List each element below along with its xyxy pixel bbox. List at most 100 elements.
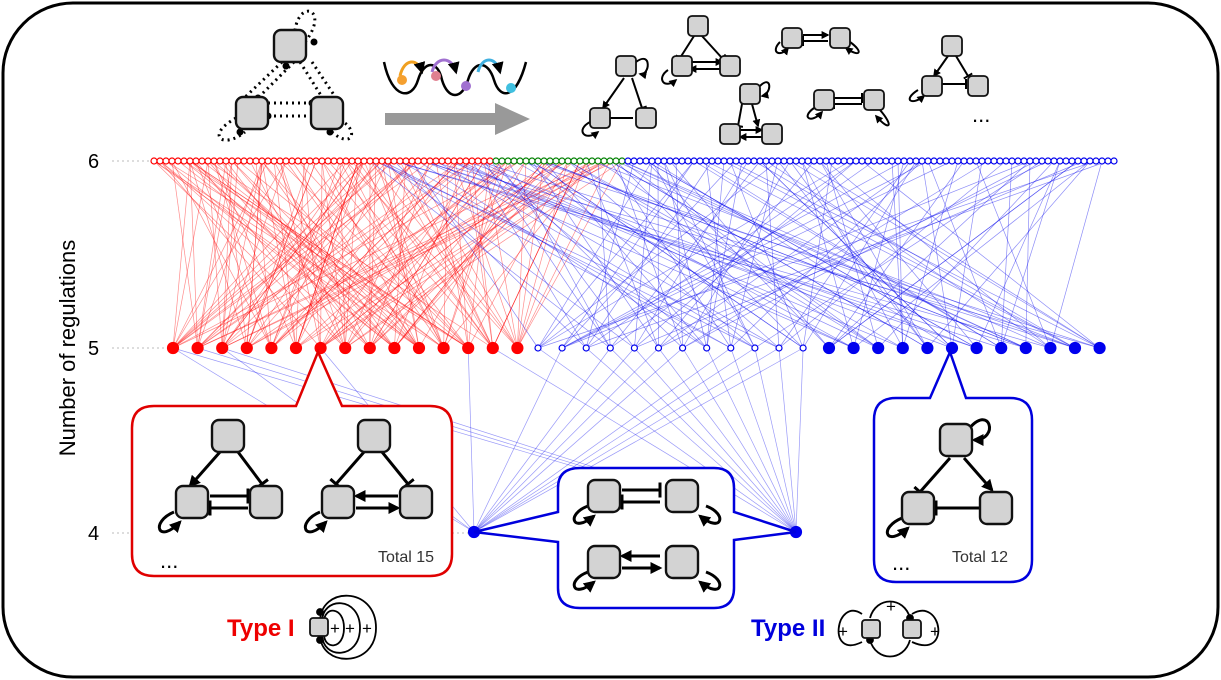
edge-six-to-five bbox=[295, 160, 503, 349]
edge-six-to-five bbox=[172, 160, 347, 349]
edge-six-to-five bbox=[759, 160, 953, 349]
edge-six-to-five bbox=[951, 160, 983, 349]
edge-six-to-five bbox=[369, 160, 563, 349]
level-nodes bbox=[150, 157, 1118, 539]
tick-label-five: 5 bbox=[88, 338, 99, 360]
edge-six-to-five bbox=[172, 160, 395, 349]
level-five-node bbox=[727, 344, 735, 352]
edge-five-to-four bbox=[467, 347, 475, 533]
level-six-node bbox=[726, 157, 734, 165]
edge-six-to-five bbox=[320, 160, 593, 349]
edge-six-to-five bbox=[453, 160, 903, 349]
edge-six-to-five bbox=[394, 160, 545, 349]
edge-six-to-five bbox=[453, 160, 780, 349]
edge-six-to-five bbox=[537, 160, 779, 349]
level-six-node bbox=[1092, 157, 1100, 165]
edge-six-to-five bbox=[197, 160, 389, 349]
level-six-node bbox=[738, 157, 746, 165]
level-six-node bbox=[1062, 157, 1070, 165]
edge-six-to-five bbox=[1000, 160, 1013, 349]
edge-six-to-five bbox=[189, 160, 469, 349]
level-six-node bbox=[180, 157, 188, 165]
edge-six-to-five bbox=[517, 160, 569, 349]
edge-six-to-five bbox=[586, 160, 1109, 349]
edge-six-to-five bbox=[729, 160, 1100, 349]
edge-six-to-five bbox=[531, 160, 804, 349]
edge-five-to-four bbox=[634, 347, 797, 533]
edge-six-to-five bbox=[802, 160, 917, 349]
edge-six-to-five bbox=[682, 160, 989, 349]
edge-six-to-five bbox=[492, 160, 581, 349]
level-six-node bbox=[234, 157, 242, 165]
edge-six-to-five bbox=[207, 160, 223, 349]
level-five-node bbox=[1068, 341, 1082, 355]
level-five-node bbox=[945, 341, 959, 355]
type-one-plus-b: + bbox=[345, 619, 355, 638]
edge-six-to-five bbox=[621, 160, 1026, 349]
edge-five-to-four bbox=[473, 347, 804, 533]
edge-six-to-five bbox=[507, 160, 611, 349]
level-six-node bbox=[1008, 157, 1016, 165]
edge-six-to-five bbox=[567, 160, 903, 349]
edge-six-to-five bbox=[345, 160, 444, 349]
level-six-node bbox=[900, 157, 908, 165]
level-six-node bbox=[564, 157, 572, 165]
edge-six-to-five bbox=[561, 160, 737, 349]
edge-six-to-five bbox=[537, 160, 1097, 349]
level-six-node bbox=[798, 157, 806, 165]
edge-five-to-four bbox=[778, 347, 797, 533]
edge-six-to-five bbox=[291, 160, 420, 349]
edge-six-to-five bbox=[381, 160, 635, 349]
edge-six-to-five bbox=[171, 160, 272, 349]
level-six-node bbox=[174, 157, 182, 165]
edge-six-to-five bbox=[561, 160, 953, 349]
edge-six-to-five bbox=[221, 160, 365, 349]
edge-five-to-four bbox=[682, 347, 797, 533]
level-six-node bbox=[384, 157, 392, 165]
edge-six-to-five bbox=[517, 160, 623, 349]
edge-six-to-five bbox=[172, 160, 521, 349]
edge-six-to-five bbox=[517, 160, 527, 349]
level-six-node bbox=[390, 157, 398, 165]
level-six-node bbox=[312, 157, 320, 165]
edge-six-to-five bbox=[789, 160, 928, 349]
edge-five-to-four bbox=[473, 347, 659, 533]
level-six-node bbox=[1020, 157, 1028, 165]
edge-six-to-five bbox=[645, 160, 830, 349]
edge-six-to-five bbox=[443, 160, 509, 349]
level-six-node bbox=[960, 157, 968, 165]
edge-six-to-five bbox=[394, 160, 563, 349]
edge-six-to-five bbox=[375, 160, 444, 349]
level-six-node bbox=[1002, 157, 1010, 165]
edge-six-to-five bbox=[1000, 160, 1061, 349]
edge-five-to-four bbox=[473, 347, 756, 533]
edge-five-to-four bbox=[610, 347, 797, 533]
edge-six-to-five bbox=[819, 160, 977, 349]
edge-six-to-five bbox=[634, 160, 1085, 349]
level-six-node bbox=[366, 157, 374, 165]
level-five-node bbox=[1093, 341, 1106, 355]
level-five-node bbox=[216, 341, 229, 355]
edge-six-to-five bbox=[246, 160, 263, 349]
edge-six-to-five bbox=[789, 160, 1100, 349]
level-six-node bbox=[1074, 157, 1082, 165]
level-six-node bbox=[504, 157, 512, 165]
level-six-node bbox=[276, 157, 284, 165]
edge-six-to-five bbox=[172, 160, 569, 349]
level-five-node bbox=[775, 344, 783, 352]
level-six-node bbox=[552, 157, 560, 165]
edge-six-to-five bbox=[345, 160, 623, 349]
edge-six-to-five bbox=[477, 160, 1076, 349]
level-six-node bbox=[450, 157, 458, 165]
type-two-callout bbox=[872, 348, 1034, 584]
edge-six-to-five bbox=[344, 160, 359, 349]
edge-six-to-five bbox=[321, 160, 469, 349]
edge-six-to-five bbox=[657, 160, 659, 349]
type-two-label: Type II bbox=[751, 615, 825, 642]
level-six-node bbox=[318, 157, 326, 165]
edge-six-to-five bbox=[435, 160, 756, 349]
edge-six-to-five bbox=[271, 160, 365, 349]
level-six-node bbox=[216, 157, 224, 165]
edge-six-to-five bbox=[231, 160, 395, 349]
level-five-node bbox=[847, 341, 860, 355]
